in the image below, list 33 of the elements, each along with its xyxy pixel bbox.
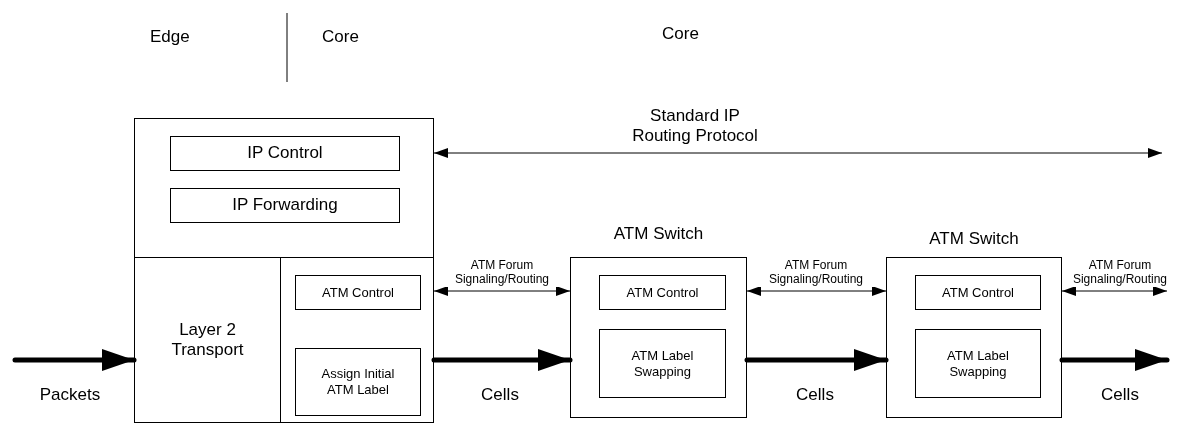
thick-arrow	[431, 349, 573, 371]
box-label: ATM Control	[321, 284, 395, 301]
process-box	[295, 275, 421, 310]
thick-arrow	[12, 349, 137, 371]
box-label: IP Control	[246, 143, 324, 164]
process-box	[295, 348, 421, 416]
process-box	[170, 136, 400, 171]
thick-arrow	[744, 349, 889, 371]
router-box	[280, 257, 434, 423]
box-label: Layer 2 Transport	[170, 319, 245, 361]
region-label: Core	[322, 27, 359, 47]
region-label: Edge	[150, 27, 190, 47]
process-box	[915, 275, 1041, 310]
box-label: ATM Label Swapping	[630, 347, 695, 380]
process-box	[599, 275, 726, 310]
process-box	[170, 188, 400, 223]
double-arrow	[433, 286, 571, 296]
process-box	[134, 257, 281, 423]
process-box	[599, 329, 726, 398]
switch-heading: ATM Switch	[928, 229, 1020, 249]
box-label: ATM Control	[625, 284, 700, 301]
router-box	[134, 118, 434, 258]
double-arrow	[1061, 286, 1168, 296]
box-label: Assign Initial ATM Label	[320, 366, 396, 398]
box-label: ATM Control	[941, 284, 1015, 301]
double-arrow	[433, 148, 1163, 158]
switch-heading: ATM Switch	[612, 224, 705, 244]
double-arrow	[746, 286, 887, 296]
process-box	[915, 329, 1041, 398]
thick-arrow	[1059, 349, 1170, 371]
box-label: IP Forwarding	[231, 195, 339, 216]
box-label: ATM Label Swapping	[946, 347, 1010, 380]
region-label: Core	[662, 24, 699, 44]
